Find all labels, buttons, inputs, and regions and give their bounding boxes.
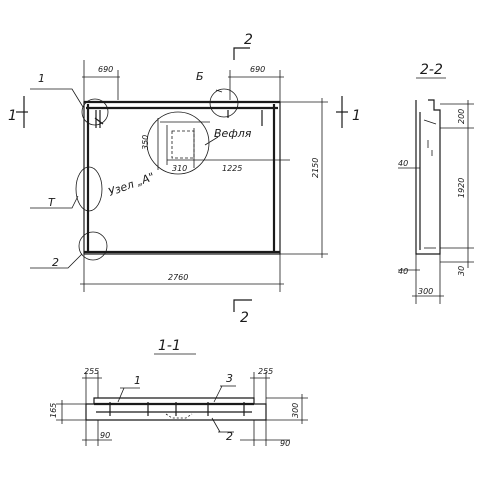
opening-square [171, 130, 195, 159]
dim-top-right: 690 [250, 65, 265, 74]
plan-view: 690 690 Б Вефля 350 310 1225 Узел „А" 21… [8, 32, 361, 326]
section-11-title: 1-1 [158, 338, 181, 354]
callout-ellipse-t [75, 166, 103, 212]
cut-label-right: 1 [352, 108, 361, 124]
dim-11-255-right: 255 [258, 367, 273, 376]
dim-22-300: 300 [418, 287, 433, 296]
label-vefla: Вефля [214, 127, 252, 140]
dim-1225: 1225 [222, 164, 242, 173]
panel-outline [83, 101, 281, 255]
callout-11-1: 1 [134, 374, 141, 387]
dim-top-left: 690 [98, 65, 113, 74]
dim-11-300: 300 [291, 403, 300, 418]
cut-label-bottom: 2 [240, 310, 249, 326]
section-1-1: 1-1 [49, 338, 308, 448]
dim-11-255-left: 255 [84, 367, 99, 376]
dim-310: 310 [172, 164, 187, 173]
cut-label-top: 2 [244, 32, 253, 48]
dim-22-30: 30 [457, 266, 466, 276]
label-node-a: Узел „А" [107, 170, 157, 199]
dim-350: 350 [141, 135, 150, 150]
dim-width: 2760 [168, 273, 188, 282]
cut-mark-bottom [233, 299, 252, 312]
callout-t: Т [48, 196, 56, 209]
dim-height: 2150 [311, 158, 320, 178]
cut-mark-top [233, 47, 250, 60]
section-22-title: 2-2 [420, 62, 443, 78]
callout-11-2: 2 [226, 430, 233, 443]
cut-label-left: 1 [8, 108, 17, 124]
callout-1: 1 [38, 72, 45, 85]
dim-11-90-left: 90 [100, 431, 110, 440]
callout-circle-1 [81, 98, 109, 126]
label-b: Б [196, 70, 204, 83]
dim-22-1920: 1920 [457, 178, 466, 198]
section-2-2: 2-2 200 1920 40 40 30 300 [398, 62, 474, 304]
dim-22-40-bottom: 40 [398, 267, 408, 276]
callout-circle-2 [78, 231, 108, 261]
callout-2: 2 [52, 256, 59, 269]
dim-11-165: 165 [49, 403, 58, 418]
callout-11-3: 3 [226, 372, 233, 385]
dim-11-90-right: 90 [280, 439, 290, 448]
dim-22-40-top: 40 [398, 159, 408, 168]
dim-22-200: 200 [457, 109, 466, 124]
callout-circle-b [209, 88, 239, 118]
